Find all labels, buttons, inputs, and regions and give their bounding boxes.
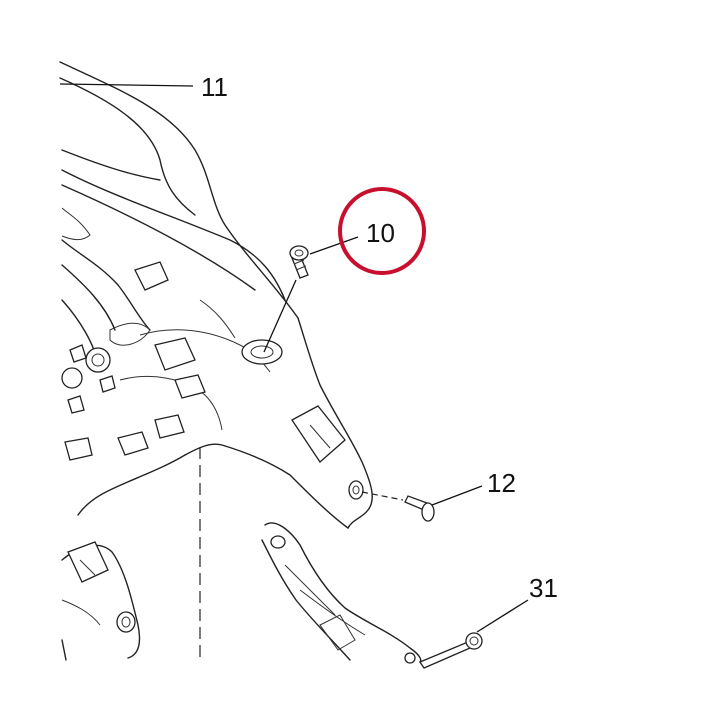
screw-10-axis-line xyxy=(263,279,297,353)
lower-left-bracket xyxy=(61,541,141,661)
callout-11: 11 xyxy=(201,72,228,102)
screw-12-axis-line xyxy=(361,491,404,501)
leader-line-11 xyxy=(59,83,194,87)
lower-right-panel xyxy=(261,522,422,664)
callout-10: 10 xyxy=(366,218,395,248)
callout-12: 12 xyxy=(487,468,516,498)
screw-12 xyxy=(404,495,435,522)
leader-line-10 xyxy=(309,236,359,255)
screw-10 xyxy=(289,245,309,279)
leader-line-12 xyxy=(431,485,483,506)
screw-31 xyxy=(419,632,483,669)
housing-cover xyxy=(59,61,373,529)
callout-31: 31 xyxy=(529,573,558,603)
highlight-ring xyxy=(338,187,426,275)
leader-line-31 xyxy=(476,599,529,633)
